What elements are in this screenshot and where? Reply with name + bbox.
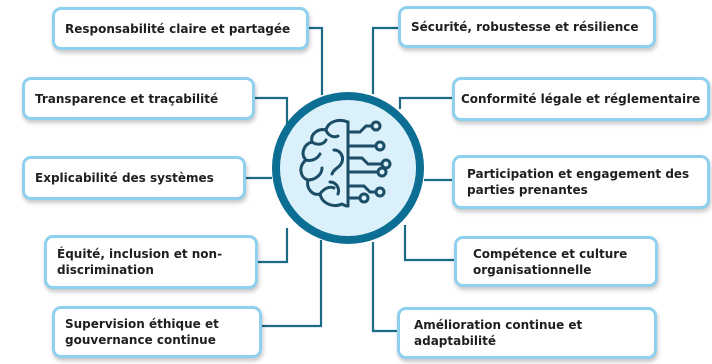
box-label: Compétence et culture organisationnelle	[473, 246, 628, 277]
box-label: Supervision éthique et gouvernance conti…	[65, 317, 219, 347]
box-label: Conformité légale et réglementaire	[461, 92, 701, 106]
box-label: Explicabilité des systèmes	[35, 171, 214, 185]
brain-circuit-icon	[299, 118, 392, 208]
connector-left-1	[309, 26, 324, 95]
connector-left-4	[258, 228, 289, 264]
box-label: Responsabilité claire et partagée	[65, 21, 291, 36]
connector-left-2	[255, 96, 289, 125]
box-label: Participation et engagement des parties …	[467, 167, 690, 197]
box-securite: Sécurité, robustesse et résilience	[398, 6, 656, 48]
box-participation: Participation et engagement des parties …	[452, 155, 710, 209]
box-responsabilite: Responsabilité claire et partagée	[52, 7, 309, 50]
connector-right-5	[371, 242, 397, 333]
connector-right-4	[403, 225, 454, 262]
box-equite: Équité, inclusion et non-discrimination	[44, 235, 258, 289]
center-circle	[272, 92, 424, 244]
box-label: Amélioration continue et adaptabilité	[414, 318, 583, 348]
box-amelioration: Amélioration continue et adaptabilité	[397, 307, 657, 359]
box-supervision: Supervision éthique et gouvernance conti…	[52, 306, 262, 358]
box-conformite: Conformité légale et réglementaire	[452, 77, 710, 121]
box-label: Équité, inclusion et non-discrimination	[57, 247, 223, 277]
connector-right-1	[371, 26, 398, 94]
connector-right-2	[398, 96, 452, 109]
connector-left-5	[262, 240, 323, 328]
box-transparence: Transparence et traçabilité	[22, 77, 255, 120]
box-competence: Compétence et culture organisationnelle	[454, 236, 658, 287]
box-label: Transparence et traçabilité	[35, 91, 219, 106]
box-explicabilite: Explicabilité des systèmes	[22, 156, 246, 200]
box-label: Sécurité, robustesse et résilience	[411, 20, 639, 34]
